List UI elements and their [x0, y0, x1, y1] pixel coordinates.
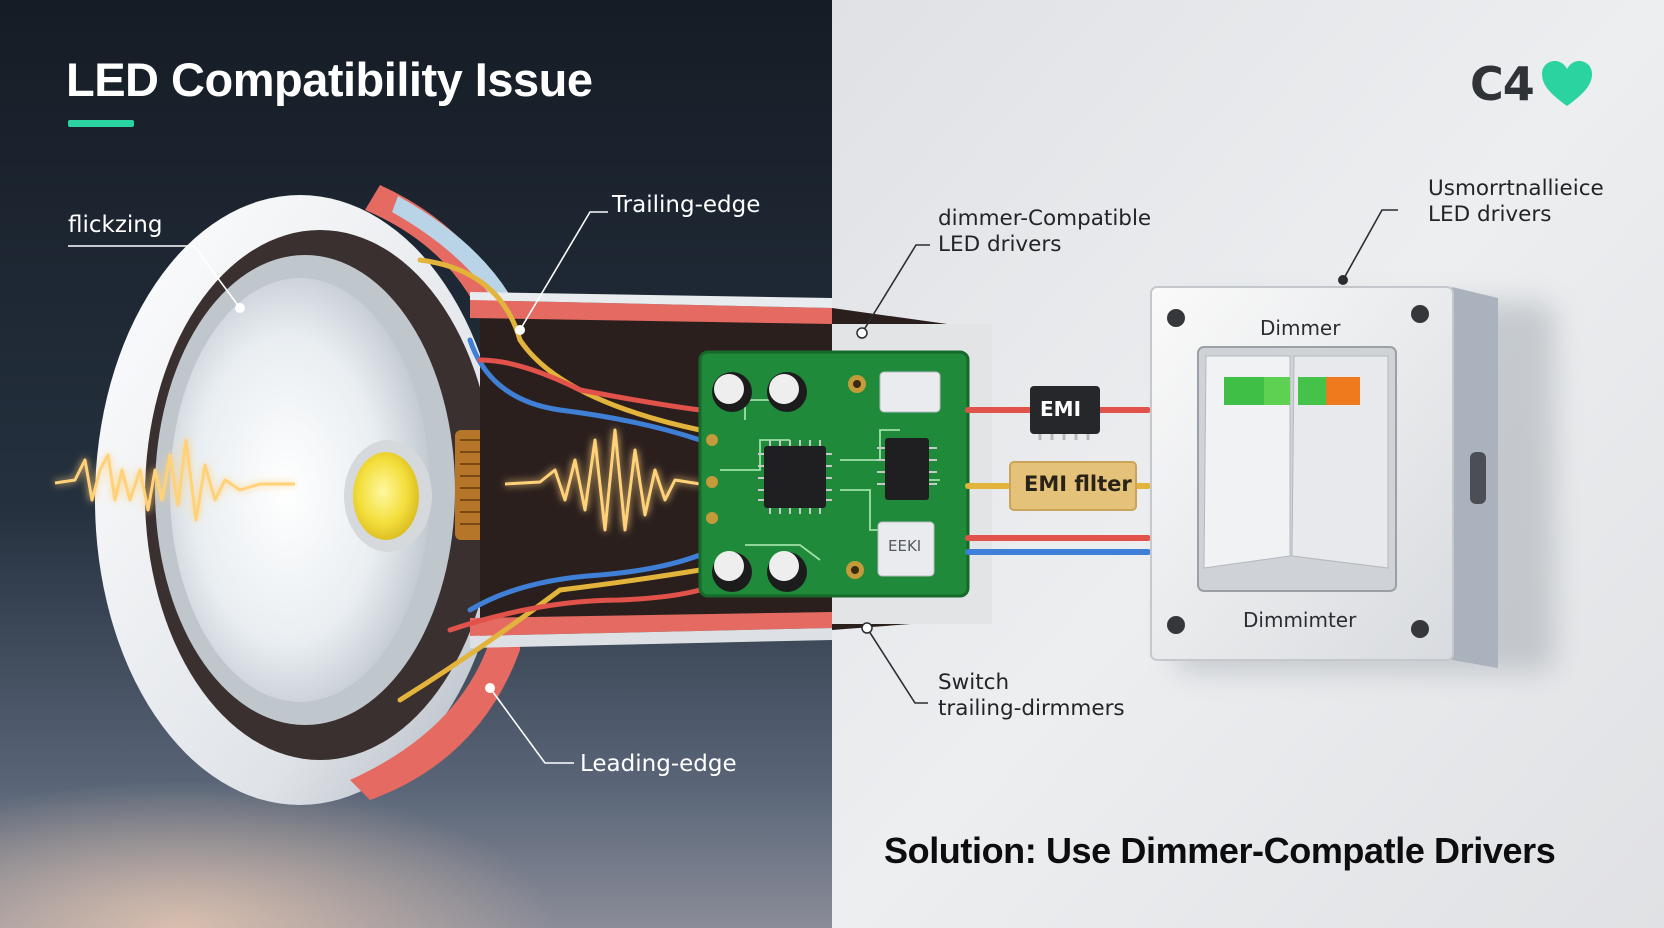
label-compatible-line2: LED drivers — [938, 232, 1062, 257]
pcb-relay — [879, 371, 941, 413]
driver-pcb — [698, 350, 970, 598]
dimmer-switch — [1150, 286, 1555, 672]
pcb-main-ic — [758, 440, 832, 514]
led-chip — [353, 452, 419, 540]
heart-icon — [1541, 61, 1592, 106]
conduit-bottom-edge — [470, 628, 832, 648]
leader-dots-dark — [235, 303, 525, 693]
dimmer-top-label: Dimmer — [1260, 316, 1341, 340]
brand-logo: C4 — [1470, 54, 1594, 114]
page-title: LED Compatibility Issue — [66, 53, 593, 106]
switch-rocker-left — [1203, 355, 1291, 569]
leaders-light — [861, 209, 1398, 704]
pcb-secondary-ic — [885, 438, 929, 500]
label-flicker: flickzing — [68, 212, 163, 238]
pcb-capacitors — [712, 372, 807, 592]
emi-chip — [1030, 386, 1100, 440]
label-switch-line1: Switch — [938, 670, 1010, 695]
level-indicator-1 — [1224, 377, 1264, 405]
dimmer-bottom-label: Dimmimter — [1243, 608, 1357, 632]
label-trailing-edge: Trailing-edge — [612, 192, 761, 218]
screw-top-left — [1167, 309, 1185, 327]
emi-filter-label: EMI fllter — [1024, 472, 1132, 496]
switch-rocker-right — [1291, 355, 1389, 569]
screw-bottom-right — [1411, 620, 1429, 638]
label-compatible-line1: dimmer-Compatible — [938, 206, 1152, 231]
label-switch-trailing: Switch trailing-dirmmers — [938, 670, 1125, 722]
label-leading-edge: Leading-edge — [580, 751, 737, 777]
title-underline — [68, 120, 134, 127]
screw-top-right — [1411, 305, 1429, 323]
level-indicator-4 — [1326, 377, 1360, 405]
pcb-solder-pads — [706, 375, 866, 579]
leader-dot-switch — [1338, 275, 1348, 285]
level-indicator-2 — [1264, 377, 1290, 405]
light-lens — [170, 278, 430, 702]
solution-text: Solution: Use Dimmer-Compatle Drivers — [884, 830, 1556, 871]
label-unsupported-line1: Usmorrtnallieice — [1428, 176, 1604, 201]
pcb-board-chip — [877, 521, 935, 577]
light-wires — [397, 257, 703, 703]
board-chip-label: EEKI — [888, 537, 922, 555]
screw-bottom-left — [1167, 616, 1185, 634]
label-compatible-drivers: dimmer-Compatible LED drivers — [938, 206, 1151, 258]
pcb-secondary-ic-pins — [877, 447, 937, 485]
level-indicator-3 — [1298, 377, 1326, 405]
label-unsupported-drivers: Usmorrtnallieice LED drivers — [1428, 176, 1604, 228]
emi-filter — [1009, 461, 1137, 511]
emi-chip-label: EMI — [1040, 397, 1082, 421]
label-unsupported-line2: LED drivers — [1428, 202, 1552, 227]
label-switch-line2: trailing-dirmmers — [938, 696, 1125, 721]
leader-dots-light — [856, 327, 873, 634]
leaders-dark — [68, 211, 608, 764]
logo-text: C4 — [1470, 57, 1535, 111]
switch-side-knob — [1470, 452, 1486, 504]
conduit-top-edge — [470, 292, 832, 308]
flicker-waveform — [54, 428, 701, 532]
